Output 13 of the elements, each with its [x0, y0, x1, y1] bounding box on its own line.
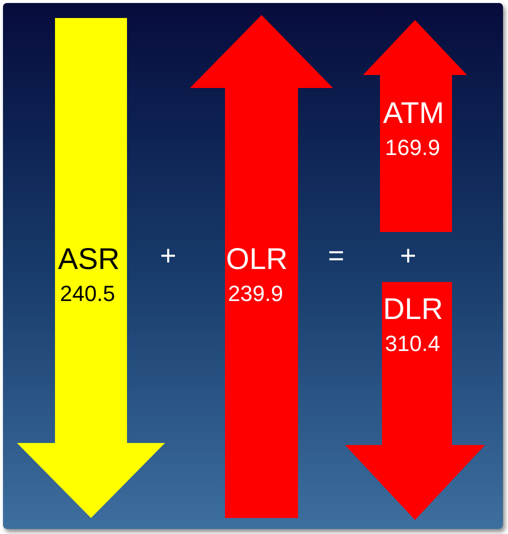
flux-value: 310.4: [384, 330, 440, 358]
operator-sign: +: [160, 239, 176, 273]
flux-value: 169.9: [384, 134, 440, 162]
flux-value: 239.9: [227, 280, 284, 308]
flux-name: OLR: [226, 242, 288, 278]
flux-name: ASR: [58, 242, 120, 278]
flux-value: 240.5: [59, 280, 116, 308]
flux-name: DLR: [383, 292, 444, 328]
operator-sign: =: [328, 239, 344, 273]
labeled-flux-shape: [363, 20, 467, 232]
flux-name: ATM: [383, 96, 444, 132]
labeled-flux-shape: [345, 282, 485, 520]
operator-sign: +: [400, 239, 416, 273]
